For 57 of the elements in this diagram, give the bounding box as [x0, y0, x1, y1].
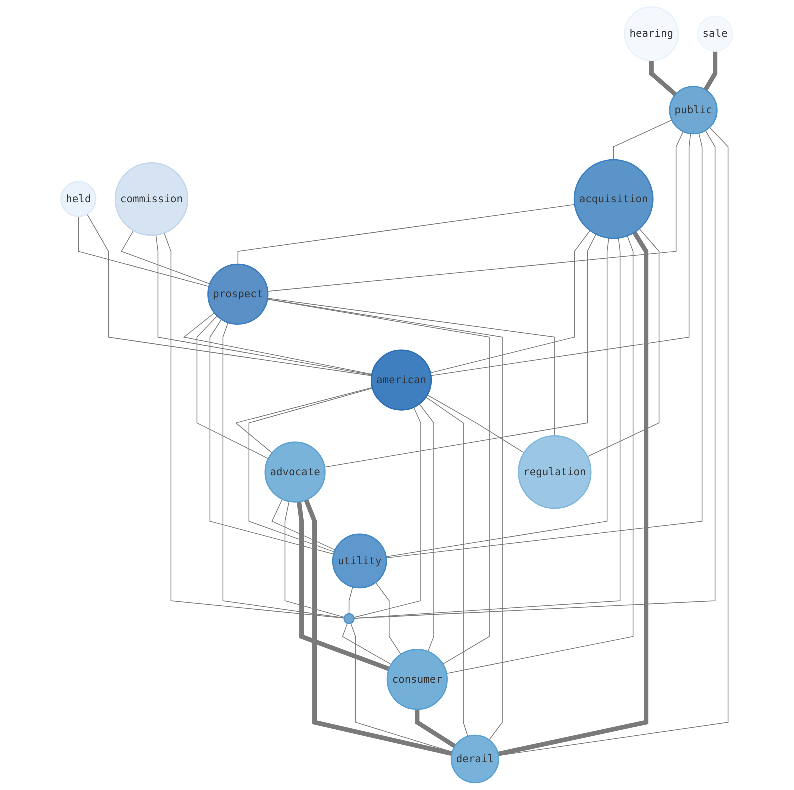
node-circle: utility	[332, 534, 388, 589]
connector	[342, 623, 392, 666]
connector	[156, 234, 372, 376]
connector	[350, 623, 453, 753]
connector	[296, 502, 390, 672]
connector	[587, 228, 660, 458]
connector	[354, 238, 621, 619]
connector	[267, 298, 556, 437]
connector	[430, 230, 591, 374]
connector	[427, 394, 525, 454]
connector	[267, 299, 490, 665]
connector	[235, 387, 373, 454]
connector	[248, 388, 374, 553]
connector	[121, 230, 210, 285]
connector	[386, 238, 610, 558]
connector	[222, 322, 345, 619]
connector	[446, 236, 634, 674]
node-circle: commission	[114, 162, 189, 236]
connector	[164, 232, 345, 619]
connector	[267, 298, 503, 741]
node-circle: derail	[450, 734, 500, 784]
connector	[196, 316, 269, 460]
connector	[324, 234, 597, 468]
node-circle: advocate	[264, 442, 326, 503]
connector	[354, 407, 422, 618]
connector	[268, 131, 684, 292]
node-circle: prospect	[208, 264, 269, 326]
node-circle: held	[60, 181, 97, 218]
connector	[498, 231, 649, 756]
connector	[210, 319, 334, 555]
node-circle	[344, 613, 355, 624]
connector	[238, 204, 576, 265]
connector	[375, 582, 402, 655]
node-circle: hearing	[624, 6, 680, 62]
connector	[183, 312, 373, 375]
connector	[86, 214, 372, 376]
node-circle: public	[669, 86, 718, 135]
node-circle: american	[370, 350, 432, 411]
node-circle: consumer	[386, 649, 448, 710]
connector	[430, 133, 692, 376]
connector	[304, 499, 453, 756]
connector	[419, 404, 434, 652]
node-circle: regulation	[518, 436, 592, 510]
connector	[613, 120, 672, 160]
connector	[284, 501, 345, 618]
connector	[354, 130, 716, 620]
connector	[649, 60, 678, 97]
connector	[348, 586, 354, 614]
connector	[272, 499, 336, 551]
node-circle: acquisition	[574, 159, 654, 240]
connector	[704, 51, 718, 92]
node-circle: sale	[697, 16, 734, 52]
connector	[426, 396, 468, 737]
connector	[78, 216, 210, 288]
connector	[498, 127, 729, 756]
connector	[415, 710, 456, 748]
connector	[386, 132, 703, 559]
